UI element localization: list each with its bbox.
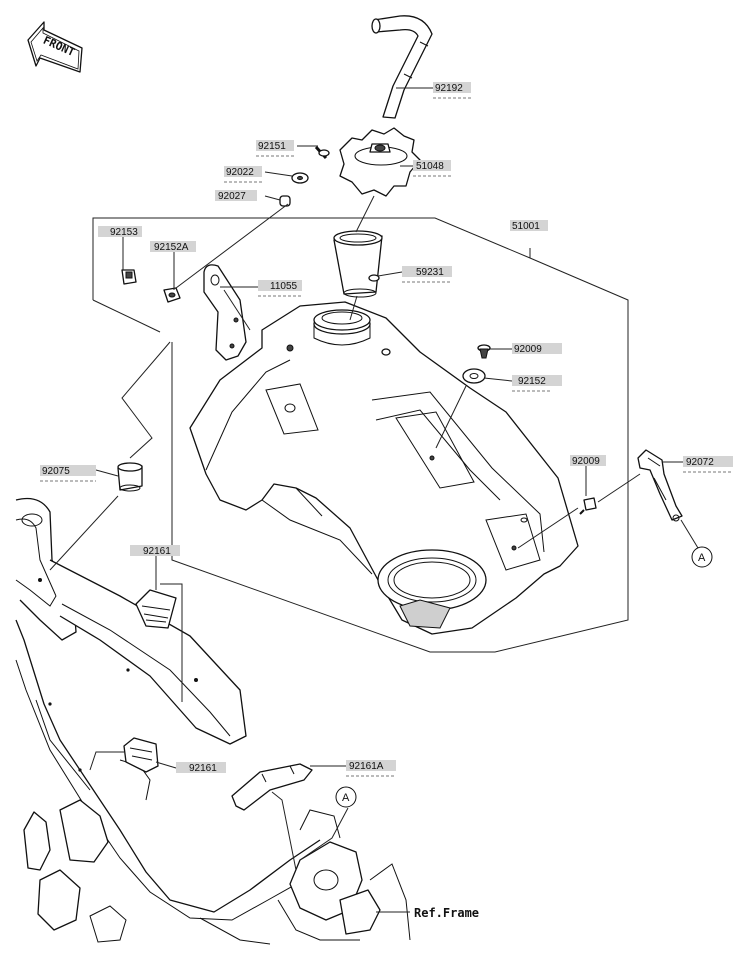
svg-text:92072: 92072 <box>686 457 714 468</box>
bolt-92009-top <box>477 344 491 359</box>
part-label-92153: 92153 <box>98 226 142 238</box>
svg-text:59231: 59231 <box>416 267 444 278</box>
part-label-92009-side: 92009 <box>570 455 606 467</box>
part-label-92161A: 92161A <box>346 760 396 777</box>
part-label-92022: 92022 <box>224 166 262 183</box>
part-label-51048: 51048 <box>413 160 451 177</box>
part-label-51001: 51001 <box>510 220 548 232</box>
part-label-11055: 11055 <box>258 280 302 297</box>
svg-text:92161A: 92161A <box>349 761 384 772</box>
breather-hose <box>371 15 433 119</box>
svg-text:92161: 92161 <box>143 546 171 557</box>
washer-92022 <box>291 172 309 184</box>
pad-92161-lower <box>123 737 159 773</box>
svg-text:92075: 92075 <box>42 466 70 477</box>
svg-text:92027: 92027 <box>218 191 246 202</box>
svg-text:92009: 92009 <box>572 456 600 467</box>
part-label-92075: 92075 <box>40 465 96 482</box>
assembly-group-outline <box>92 217 629 653</box>
svg-text:51048: 51048 <box>416 161 444 172</box>
rubber-damper <box>117 462 143 492</box>
ref-frame-label: Ref.Frame <box>414 906 479 920</box>
nut-92152A <box>163 287 181 303</box>
ref-marker-a-label: A <box>698 552 706 564</box>
part-label-92151: 92151 <box>256 140 294 157</box>
svg-text:92192: 92192 <box>435 83 463 94</box>
motorcycle-frame <box>15 497 411 945</box>
bolt-92153 <box>121 269 137 285</box>
part-label-92027: 92027 <box>215 190 257 202</box>
pad-92161A <box>231 763 313 811</box>
bolt-92009-side <box>579 497 597 515</box>
reference-marker-a-lower: A <box>335 786 357 808</box>
filler-neck <box>333 230 383 298</box>
ref-marker-a-label: A <box>342 792 350 804</box>
pad-92161-upper <box>135 589 177 629</box>
svg-text:51001: 51001 <box>512 221 540 232</box>
svg-text:92152A: 92152A <box>154 242 189 253</box>
screw-92151 <box>314 145 330 160</box>
spacer-92027 <box>279 195 291 207</box>
ref-frame-callout: Ref.Frame <box>414 906 479 920</box>
washer-92152 <box>462 368 486 384</box>
fuel-cap <box>339 127 421 197</box>
svg-text:92022: 92022 <box>226 167 254 178</box>
fuel-tank <box>189 301 579 635</box>
front-direction-badge: FRONT <box>27 21 83 73</box>
tank-bracket <box>203 264 247 361</box>
svg-text:92152: 92152 <box>518 376 546 387</box>
part-label-92152: 92152 <box>512 375 562 392</box>
part-label-92161-upper: 92161 <box>130 545 180 557</box>
part-label-92009-top: 92009 <box>512 343 562 355</box>
svg-text:92161: 92161 <box>189 763 217 774</box>
svg-text:92151: 92151 <box>258 141 286 152</box>
svg-text:92153: 92153 <box>110 227 138 238</box>
reference-marker-a-upper: A <box>691 546 713 568</box>
part-label-59231: 59231 <box>402 266 452 283</box>
part-label-92072: 92072 <box>683 456 733 473</box>
part-label-92192: 92192 <box>433 82 471 99</box>
svg-text:92009: 92009 <box>514 344 542 355</box>
part-label-92161-lower: 92161 <box>176 762 226 774</box>
part-label-92152A: 92152A <box>150 241 196 253</box>
svg-text:11055: 11055 <box>270 281 298 292</box>
tank-strap-92072 <box>637 449 683 522</box>
leader-lines <box>49 87 699 913</box>
